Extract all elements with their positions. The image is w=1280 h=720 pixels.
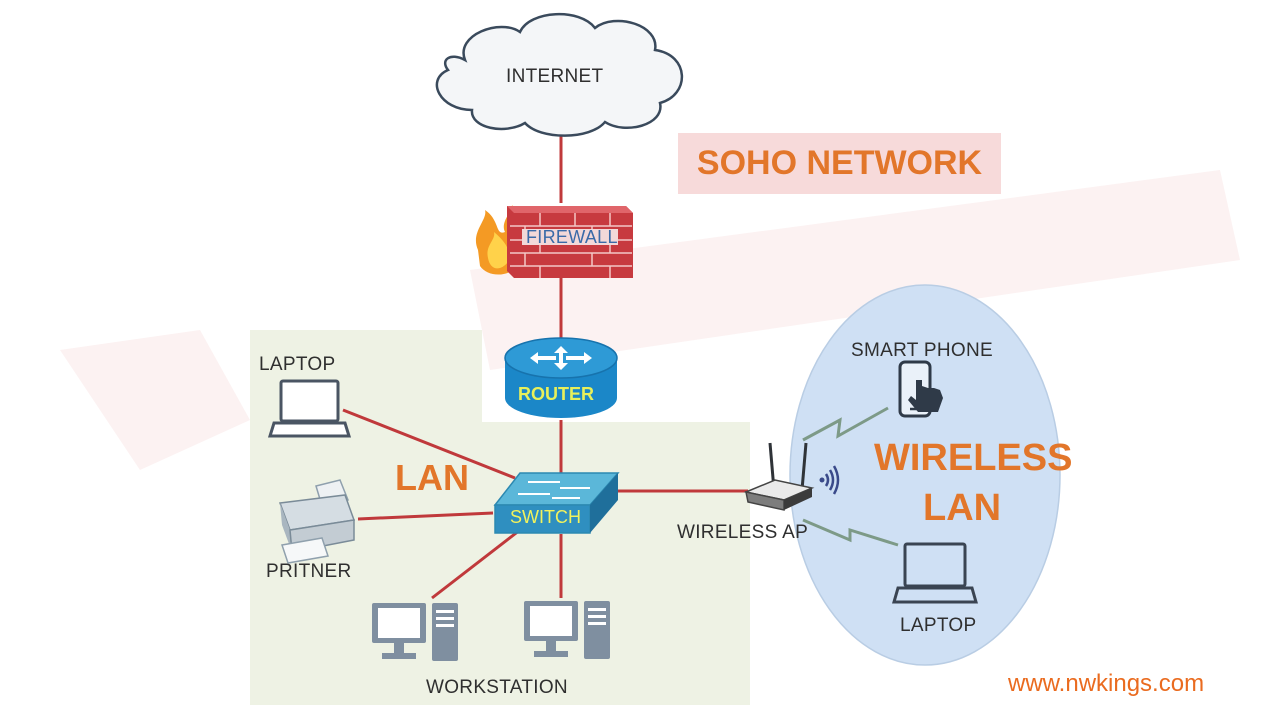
laptop-label: LAPTOP bbox=[259, 354, 336, 375]
diagram-title: SOHO NETWORK bbox=[696, 144, 983, 182]
workstation-icon-1 bbox=[372, 603, 458, 661]
smart-phone-label: SMART PHONE bbox=[851, 340, 993, 361]
switch-icon bbox=[493, 472, 620, 534]
wireless-link-laptop bbox=[802, 518, 899, 547]
printer-label: PRITNER bbox=[266, 561, 352, 582]
switch-label: SWITCH bbox=[510, 507, 581, 527]
link-switch-laptop bbox=[342, 408, 516, 480]
workstation-label: WORKSTATION bbox=[426, 677, 568, 698]
router-label: ROUTER bbox=[518, 384, 594, 404]
wireless-links bbox=[802, 406, 899, 547]
router-icon bbox=[504, 337, 618, 418]
wired-links bbox=[342, 135, 748, 600]
firewall-icon bbox=[475, 205, 633, 278]
workstation-icon-2 bbox=[524, 601, 610, 659]
wireless-laptop-label: LAPTOP bbox=[900, 615, 977, 636]
wireless-lan-zone bbox=[789, 284, 1061, 666]
laptop-icon bbox=[267, 379, 352, 438]
lan-zone-label: LAN bbox=[395, 457, 469, 498]
smart-phone-icon bbox=[898, 360, 943, 418]
firewall-label: FIREWALL bbox=[526, 227, 618, 247]
wireless-ap-label: WIRELESS AP bbox=[677, 522, 809, 543]
printer-icon bbox=[278, 479, 356, 564]
wireless-ap-icon bbox=[743, 442, 840, 511]
internet-label: INTERNET bbox=[506, 66, 604, 87]
title-box: SOHO NETWORK bbox=[678, 133, 1001, 194]
internet-cloud-icon bbox=[435, 13, 684, 137]
link-switch-workstation1 bbox=[431, 528, 521, 600]
wireless-zone-label-line1: WIRELESS bbox=[874, 437, 1073, 479]
website-url[interactable]: www.nwkings.com bbox=[1008, 670, 1205, 697]
watermark-logo bbox=[60, 170, 1240, 470]
link-switch-printer bbox=[357, 511, 494, 521]
wireless-link-phone bbox=[802, 406, 889, 442]
wireless-zone-label-line2: LAN bbox=[923, 487, 1002, 529]
wireless-laptop-icon bbox=[892, 542, 978, 604]
